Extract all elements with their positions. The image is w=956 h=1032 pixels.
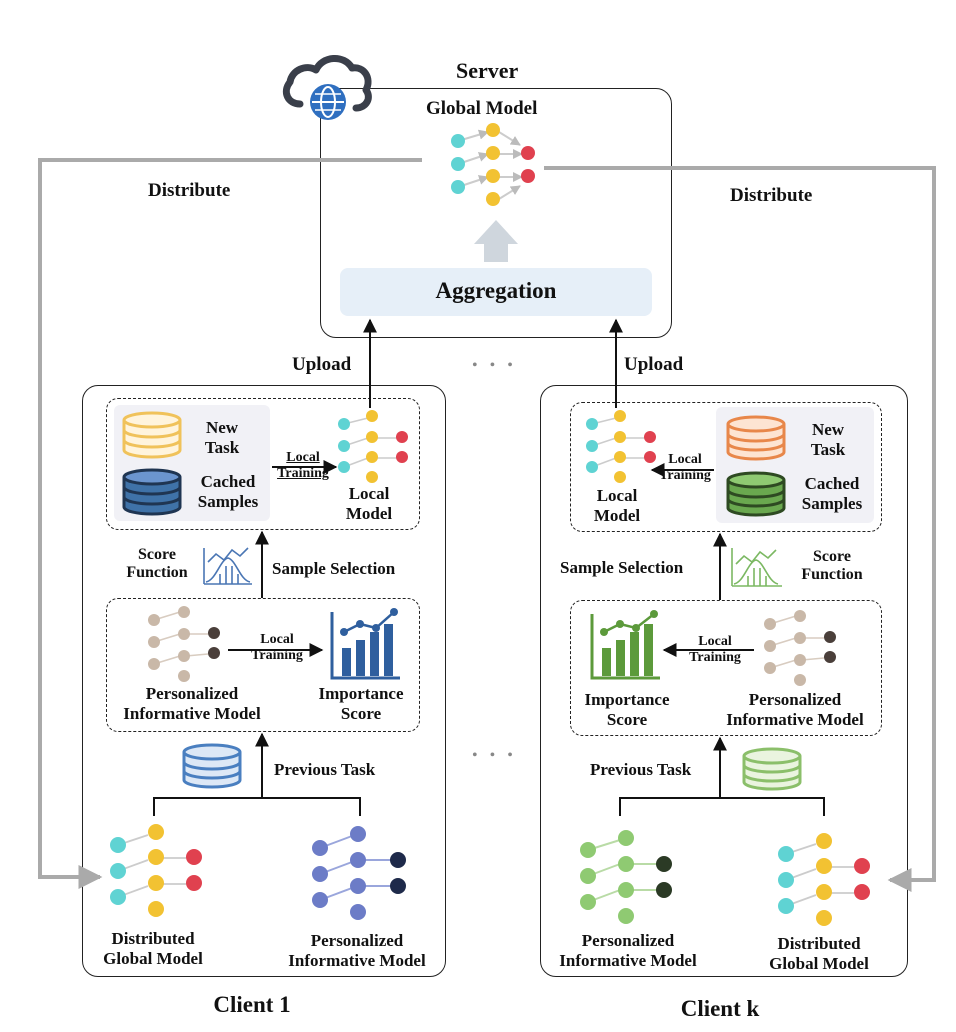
ellipsis-top: • • • bbox=[472, 357, 517, 374]
upload-right-label: Upload bbox=[624, 354, 684, 375]
client1-score-function-label: Score Function bbox=[126, 546, 188, 582]
global-model-label: Global Model bbox=[426, 98, 538, 119]
aggregation-label: Aggregation bbox=[435, 278, 557, 303]
client1-new-task-label: New Task bbox=[204, 418, 240, 457]
client1-personalized-model-label: Personalized Informative Model bbox=[123, 684, 261, 723]
ellipsis-middle: • • • bbox=[472, 747, 517, 764]
client1-local-training-mid-label: Local Training bbox=[251, 632, 303, 664]
clientk-title: Client k bbox=[680, 996, 760, 1021]
clientk-sample-selection-label: Sample Selection bbox=[560, 558, 684, 577]
clientk-new-task-label: New Task bbox=[810, 420, 846, 459]
clientk-personalized-model-label: Personalized Informative Model bbox=[726, 690, 864, 729]
upload-left-label: Upload bbox=[292, 354, 352, 375]
clientk-personalized-model-bottom-label: Personalized Informative Model bbox=[559, 931, 697, 970]
clientk-importance-score-label: Importance Score bbox=[584, 690, 670, 729]
clientk-distributed-global-model-label: Distributed Global Model bbox=[769, 934, 869, 973]
client1-local-training-top-label: Local Training bbox=[277, 450, 329, 482]
distribute-left-label: Distribute bbox=[148, 180, 231, 201]
distribute-right-label: Distribute bbox=[730, 185, 813, 206]
client1-importance-score-label: Importance Score bbox=[318, 684, 404, 723]
clientk-previous-task-label: Previous Task bbox=[590, 760, 692, 779]
clientk-local-training-mid-label: Local Training bbox=[689, 634, 741, 666]
client1-personalized-model-bottom-label: Personalized Informative Model bbox=[288, 931, 426, 970]
server-title: Server bbox=[456, 58, 519, 83]
client1-distributed-global-model-label: Distributed Global Model bbox=[103, 929, 203, 968]
clientk-score-function-label: Score Function bbox=[801, 548, 863, 584]
client1-previous-task-label: Previous Task bbox=[274, 760, 376, 779]
clientk-local-model-label: Local Model bbox=[593, 486, 641, 525]
client1-local-model-label: Local Model bbox=[345, 484, 393, 523]
client1-sample-selection-label: Sample Selection bbox=[272, 559, 396, 578]
clientk-local-training-top-label: Local Training bbox=[659, 452, 711, 484]
client1-title: Client 1 bbox=[213, 992, 291, 1017]
clientk-cached-samples-label: Cached Samples bbox=[801, 474, 863, 513]
client1-cached-samples-label: Cached Samples bbox=[197, 472, 259, 511]
